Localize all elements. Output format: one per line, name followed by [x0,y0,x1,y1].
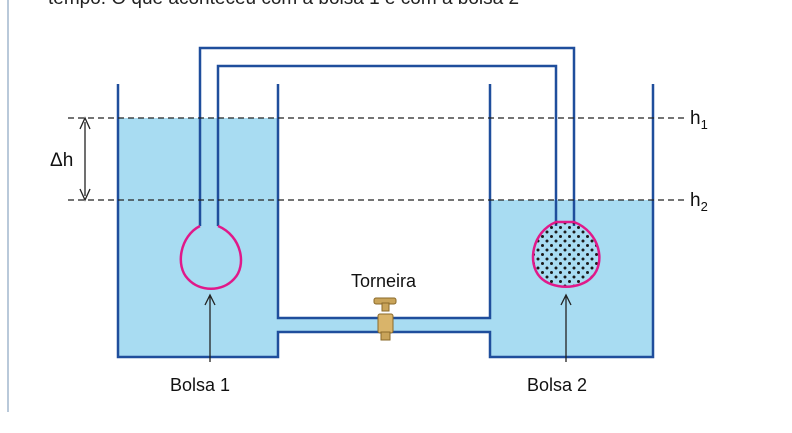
bolsa-2-label: Bolsa 2 [527,375,587,395]
h1-label: h1 [690,108,708,132]
bolsa-2-pointer-head [560,293,572,306]
bolsa-1-label: Bolsa 1 [170,375,230,395]
tap-icon [373,297,397,341]
bolsa-1-pointer-head [204,293,216,306]
delta-h-arrowhead-top [79,116,91,130]
connecting-tube-inner [216,64,558,226]
delta-h-arrowhead-bottom [79,188,91,202]
torneira-label: Torneira [351,271,417,291]
bolsa-1-bag [179,224,243,290]
delta-h-label: Δh [50,150,73,171]
cropped-question-text: tempo. O que aconteceu com a bolsa 1 e c… [48,0,519,10]
water-left-tank [118,118,278,357]
h2-label: h2 [690,190,708,214]
connecting-tube-outer [198,46,576,226]
bolsa-2-bag [531,220,601,288]
